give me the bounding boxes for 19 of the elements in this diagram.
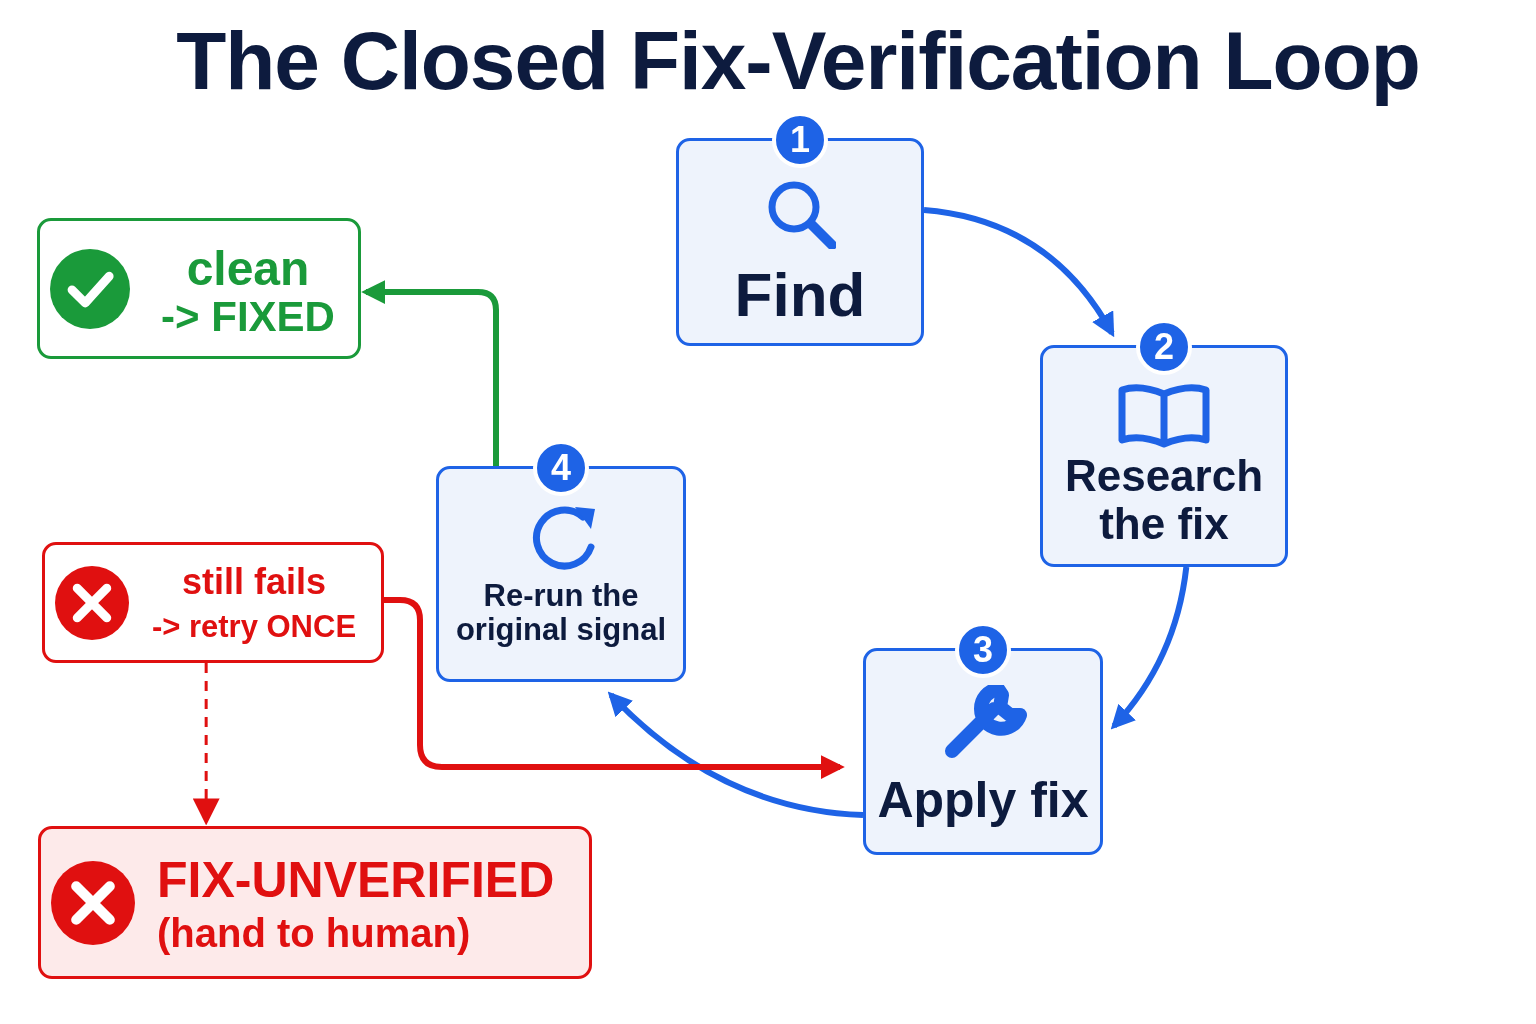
step-label: Find bbox=[733, 261, 867, 330]
step-label: Apply fix bbox=[876, 773, 1090, 828]
status-note: -> retry ONCE bbox=[150, 609, 358, 645]
step-label: Re-run the original signal bbox=[454, 579, 668, 648]
status-box bbox=[42, 542, 384, 663]
arrow bbox=[192, 663, 220, 826]
status-label: FIX-UNVERIFIED bbox=[157, 851, 556, 909]
status-label: still fails bbox=[180, 561, 328, 603]
arrow bbox=[607, 691, 864, 819]
status-box bbox=[37, 218, 361, 359]
arrow bbox=[1110, 566, 1190, 730]
diagram-title: The Closed Fix-Verification Loop bbox=[175, 14, 1421, 108]
status-note: (hand to human) bbox=[157, 911, 472, 956]
arrow bbox=[923, 207, 1115, 338]
status-label: clean bbox=[185, 241, 311, 296]
step-label: Research the fix bbox=[1063, 452, 1265, 549]
arrow bbox=[361, 280, 499, 466]
status-note: -> FIXED bbox=[160, 293, 336, 341]
status-box bbox=[38, 826, 592, 979]
